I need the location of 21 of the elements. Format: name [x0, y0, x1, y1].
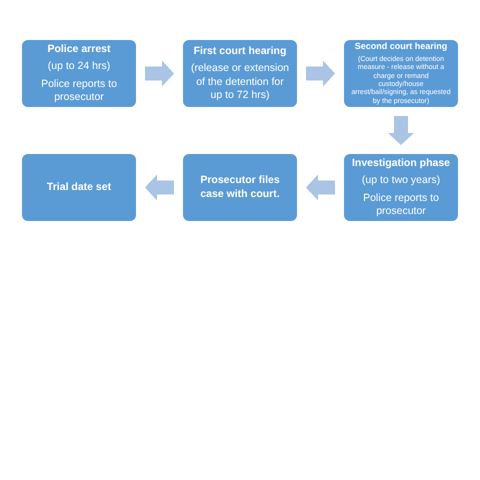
- process-box: [183, 154, 297, 221]
- box-title: Police arrest: [47, 43, 111, 56]
- box-title: Trial date set: [46, 180, 112, 194]
- block-arrow: [306, 174, 335, 200]
- box-text: Police reports to prosecutor: [40, 78, 118, 104]
- box-title: Second court hearing: [354, 40, 448, 52]
- box-title: Investigation phase: [352, 157, 450, 170]
- process-box: [344, 40, 458, 107]
- box-text: Police reports to prosecutor: [362, 192, 440, 218]
- block-arrow: [388, 116, 414, 145]
- box-text: (up to two years): [362, 174, 440, 188]
- block-arrow: [145, 60, 174, 86]
- process-box: [344, 154, 458, 221]
- block-arrow: [306, 60, 335, 86]
- process-box: [22, 40, 136, 107]
- box-text: (release or extension of the detention for up to 72 hrs): [190, 62, 290, 102]
- process-box: [22, 154, 136, 221]
- box-text: (up to 24 hrs): [48, 60, 110, 74]
- box-title: Prosecutor files case with court.: [199, 174, 281, 201]
- box-title: First court hearing: [194, 45, 286, 58]
- process-box: [183, 40, 297, 107]
